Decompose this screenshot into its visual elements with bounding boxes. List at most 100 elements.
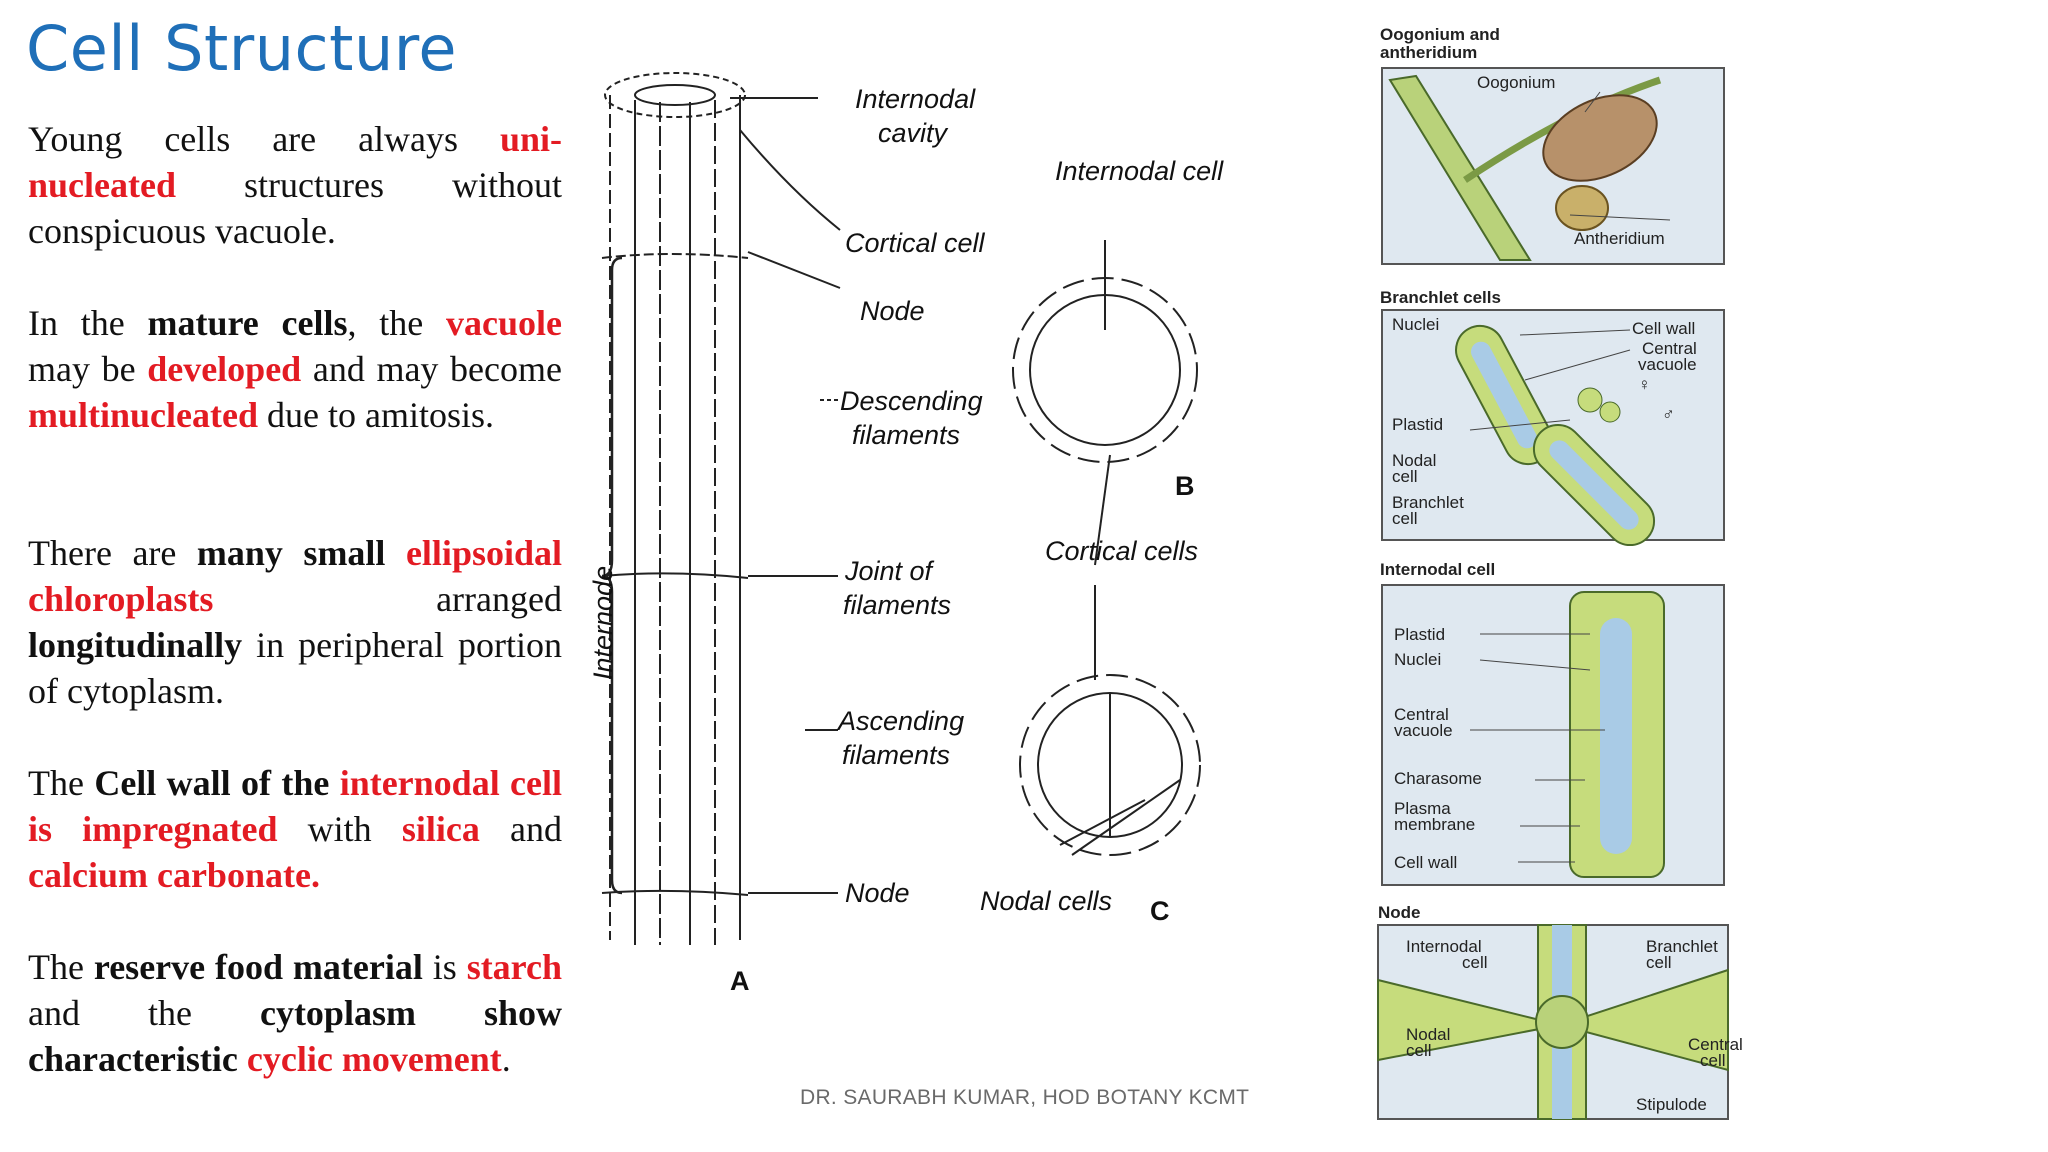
diagram-a: [601, 72, 841, 945]
label-i-central-vacuole-2: vacuole: [1394, 721, 1453, 740]
chara-anatomy-panel: Oogonium and antheridium Oogonium Anther…: [1377, 25, 1743, 1120]
label-n-nodal-cell-2: cell: [1406, 1041, 1432, 1060]
highlight: vacuole: [446, 303, 563, 343]
highlight: developed: [147, 349, 302, 389]
text: and the: [28, 993, 260, 1033]
label-descending-2: filaments: [852, 420, 960, 450]
text: in peripheral portion of cytoplasm.: [28, 625, 562, 711]
label-plastid: Plastid: [1392, 415, 1443, 434]
label-i-charasome: Charasome: [1394, 769, 1482, 788]
label-joint-2: filaments: [843, 590, 951, 620]
box-branchlet: [1381, 309, 1725, 547]
label-joint: Joint of: [844, 556, 935, 586]
internodal-cavity: [634, 84, 716, 106]
text: with: [277, 809, 402, 849]
label-n-internodal-cell: Internodal: [1406, 937, 1482, 956]
highlight: uni-nucleated: [28, 119, 562, 205]
label-central-vacuole: Central: [1642, 339, 1697, 358]
label-central-vacuole-2: vacuole: [1638, 355, 1697, 374]
heading-branchlet-cells: Branchlet cells: [1380, 288, 1501, 307]
text: and may become: [301, 349, 562, 389]
highlight: silica: [401, 809, 480, 849]
label-n-branchlet-cell-2: cell: [1646, 953, 1672, 972]
label-branchlet-cell-2: cell: [1392, 509, 1418, 528]
label-nodal-cell-2: cell: [1392, 467, 1418, 486]
label-n-internodal-cell-2: cell: [1462, 953, 1488, 972]
internodal-cavity-outline: [604, 72, 746, 118]
bold-text: longitudinally: [28, 625, 243, 665]
heading-oogonium: Oogonium and: [1380, 25, 1500, 44]
text: Young cells are always: [28, 119, 500, 159]
highlight: internodal cell is impregnated: [28, 763, 563, 849]
highlight: ellipsoidal chloroplasts: [28, 533, 562, 619]
label-internode: Internode: [590, 566, 618, 680]
diagram-c: [1019, 585, 1201, 856]
text: [238, 1039, 247, 1079]
label-i-central-vacuole: Central: [1394, 705, 1449, 724]
label-node-bottom: Node: [845, 878, 910, 908]
label-cortical-cells: Cortical cells: [1045, 536, 1198, 566]
label-c: C: [1150, 896, 1170, 926]
highlight: starch: [466, 947, 563, 987]
text: due to amitosis.: [258, 395, 494, 435]
box-oogonium: [1381, 67, 1725, 265]
label-i-plastid: Plastid: [1394, 625, 1445, 644]
highlight: cyclic movement: [246, 1039, 502, 1079]
label-female-symbol: ♀: [1638, 375, 1651, 394]
highlight: multinucleated: [28, 395, 258, 435]
text: [329, 763, 339, 803]
label-n-central-cell: Central: [1688, 1035, 1743, 1054]
label-branchlet-cell: Branchlet: [1392, 493, 1464, 512]
bold-text: many small: [196, 533, 386, 573]
label-i-nuclei: Nuclei: [1394, 650, 1441, 669]
heading-node: Node: [1378, 903, 1421, 922]
highlight: calcium carbonate.: [28, 855, 320, 895]
paragraph-chloroplasts: There are many small ellipsoidal chlorop…: [28, 530, 562, 714]
bold-text: cytoplasm show characteristic: [28, 993, 562, 1079]
slide-title: Cell Structure: [26, 12, 458, 85]
diagram-b: [1012, 240, 1198, 566]
label-node-top: Node: [860, 296, 925, 326]
label-n-branchlet-cell: Branchlet: [1646, 937, 1718, 956]
chara-stem-diagram: Internodal cavity Cortical cell Node Des…: [590, 72, 1224, 996]
text: [385, 533, 406, 573]
label-n-central-cell-2: cell: [1700, 1051, 1726, 1070]
text: and: [479, 809, 563, 849]
box-node: [1377, 924, 1729, 1120]
text: The: [28, 763, 95, 803]
text: In the: [28, 303, 148, 343]
label-n-nodal-cell: Nodal: [1406, 1025, 1450, 1044]
label-antheridium: Antheridium: [1574, 229, 1665, 248]
label-a: A: [730, 966, 750, 996]
text: The: [28, 947, 94, 987]
label-ascending: Ascending: [836, 706, 964, 736]
label-nodal-cells: Nodal cells: [980, 886, 1112, 916]
bold-text: reserve food material: [93, 947, 423, 987]
label-ascending-2: filaments: [842, 740, 950, 770]
label-i-plasma-membrane-2: membrane: [1394, 815, 1475, 834]
label-male-symbol: ♂: [1662, 405, 1675, 424]
text: arranged: [213, 579, 562, 619]
label-nuclei: Nuclei: [1392, 315, 1439, 334]
paragraph-young-cells: Young cells are always uni-nucleated str…: [28, 116, 562, 254]
text: is: [422, 947, 467, 987]
heading-oogonium-2: antheridium: [1380, 43, 1477, 62]
label-i-cell-wall: Cell wall: [1394, 853, 1457, 872]
text: structures without conspicuous vacuole.: [28, 165, 562, 251]
bold-text: Cell wall of the: [94, 763, 330, 803]
paragraph-mature-cells: In the mature cells, the vacuole may be …: [28, 300, 562, 438]
label-cortical-cell: Cortical cell: [845, 228, 986, 258]
label-cell-wall: Cell wall: [1632, 319, 1695, 338]
paragraph-reserve-food: The reserve food material is starch and …: [28, 944, 562, 1082]
label-n-stipulode: Stipulode: [1636, 1095, 1707, 1114]
label-b: B: [1175, 471, 1195, 501]
footer-credit: DR. SAURABH KUMAR, HOD BOTANY KCMT: [800, 1086, 1250, 1109]
paragraph-cell-wall: The Cell wall of the internodal cell is …: [28, 760, 562, 898]
label-internodal-cavity: Internodal: [855, 84, 976, 114]
label-internodal-cavity-2: cavity: [878, 118, 949, 148]
text: may be: [28, 349, 148, 389]
label-nodal-cell: Nodal: [1392, 451, 1436, 470]
heading-internodal-cell: Internodal cell: [1380, 560, 1495, 579]
label-descending: Descending: [840, 386, 983, 416]
